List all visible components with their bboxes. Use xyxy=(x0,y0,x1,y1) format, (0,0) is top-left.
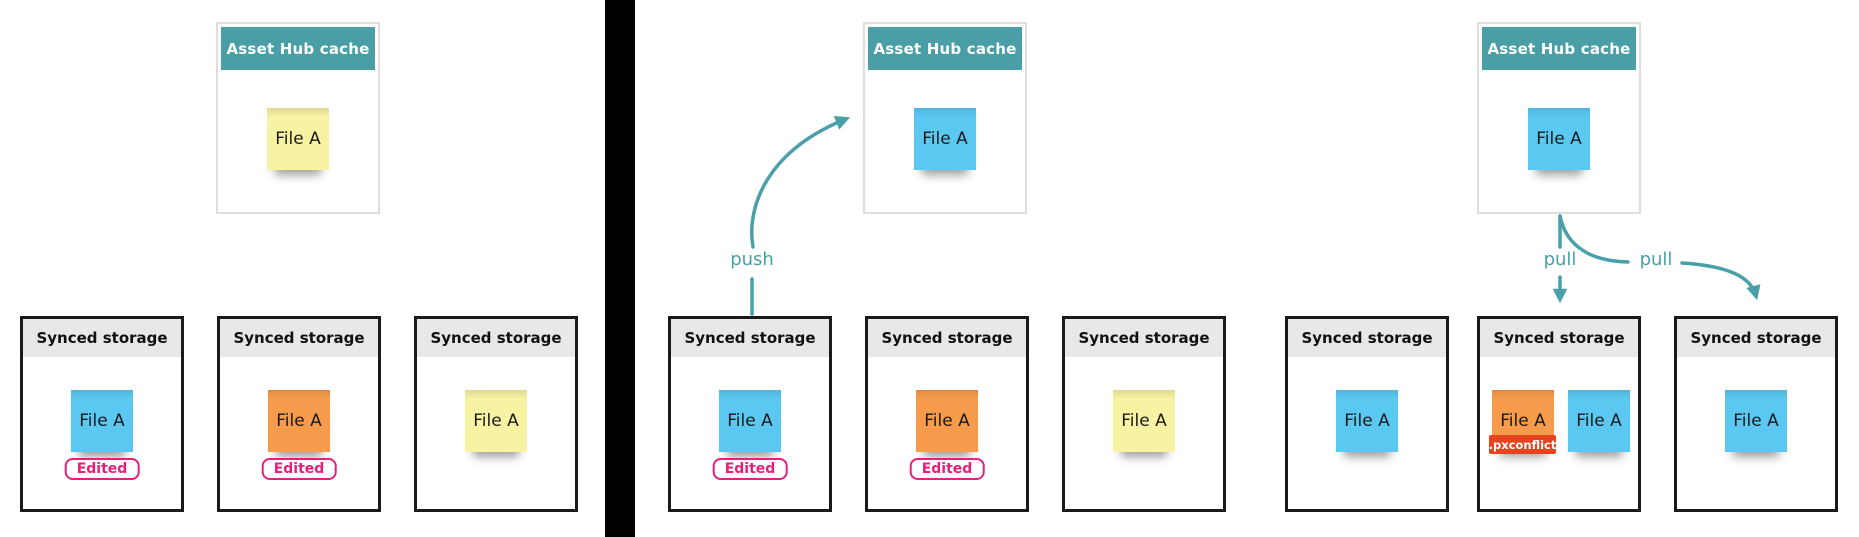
sticky-note-file-a: File A xyxy=(465,390,527,452)
asset-hub-cache-box: Asset Hub cache File A xyxy=(216,22,380,214)
sticky-note-file-a: File A xyxy=(719,390,781,452)
pxconflict-label: .pxconflict xyxy=(1489,435,1556,454)
sticky-note-file-a: File A xyxy=(1568,390,1630,452)
panel-divider xyxy=(605,0,635,537)
synced-storage-box: Synced storage File A xyxy=(1285,316,1449,512)
edited-badge: Edited xyxy=(261,458,337,480)
synced-storage-title: Synced storage xyxy=(23,319,181,357)
asset-hub-cache-box: Asset Hub cache File A xyxy=(1477,22,1641,214)
sticky-note-file-a: File A xyxy=(71,390,133,452)
synced-storage-box-conflict: Synced storage File A .pxconflict File A xyxy=(1477,316,1641,512)
synced-storage-box: Synced storage File A Edited xyxy=(865,316,1029,512)
asset-hub-cache-title: Asset Hub cache xyxy=(221,27,375,70)
synced-storage-box: Synced storage File A Edited xyxy=(668,316,832,512)
synced-storage-title: Synced storage xyxy=(671,319,829,357)
synced-storage-title: Synced storage xyxy=(868,319,1026,357)
pull-label-right: pull xyxy=(1635,250,1677,270)
sticky-note-file-a: File A xyxy=(267,108,329,170)
edited-badge: Edited xyxy=(909,458,985,480)
sticky-note-file-a: File A xyxy=(1336,390,1398,452)
push-arrow xyxy=(750,115,851,316)
synced-storage-title: Synced storage xyxy=(220,319,378,357)
synced-storage-box: Synced storage File A xyxy=(414,316,578,512)
edited-badge: Edited xyxy=(64,458,140,480)
synced-storage-title: Synced storage xyxy=(417,319,575,357)
sticky-note-file-a: File A xyxy=(1725,390,1787,452)
synced-storage-title: Synced storage xyxy=(1677,319,1835,357)
synced-storage-box: Synced storage File A xyxy=(1062,316,1226,512)
asset-hub-cache-title: Asset Hub cache xyxy=(868,27,1022,70)
asset-hub-cache-box: Asset Hub cache File A xyxy=(863,22,1027,214)
synced-storage-box: Synced storage File A Edited xyxy=(20,316,184,512)
sticky-note-file-a: File A xyxy=(916,390,978,452)
sticky-note-file-a: File A xyxy=(1528,108,1590,170)
synced-storage-title: Synced storage xyxy=(1288,319,1446,357)
pull-label-left: pull xyxy=(1539,250,1581,270)
synced-storage-box: Synced storage File A Edited xyxy=(217,316,381,512)
synced-storage-title: Synced storage xyxy=(1065,319,1223,357)
push-label: push xyxy=(726,250,778,270)
edited-badge: Edited xyxy=(712,458,788,480)
synced-storage-box: Synced storage File A xyxy=(1674,316,1838,512)
sticky-note-file-a: File A xyxy=(1113,390,1175,452)
synced-storage-title: Synced storage xyxy=(1480,319,1638,357)
sticky-note-file-a: File A xyxy=(914,108,976,170)
sticky-note-file-a: File A xyxy=(268,390,330,452)
asset-hub-cache-title: Asset Hub cache xyxy=(1482,27,1636,70)
